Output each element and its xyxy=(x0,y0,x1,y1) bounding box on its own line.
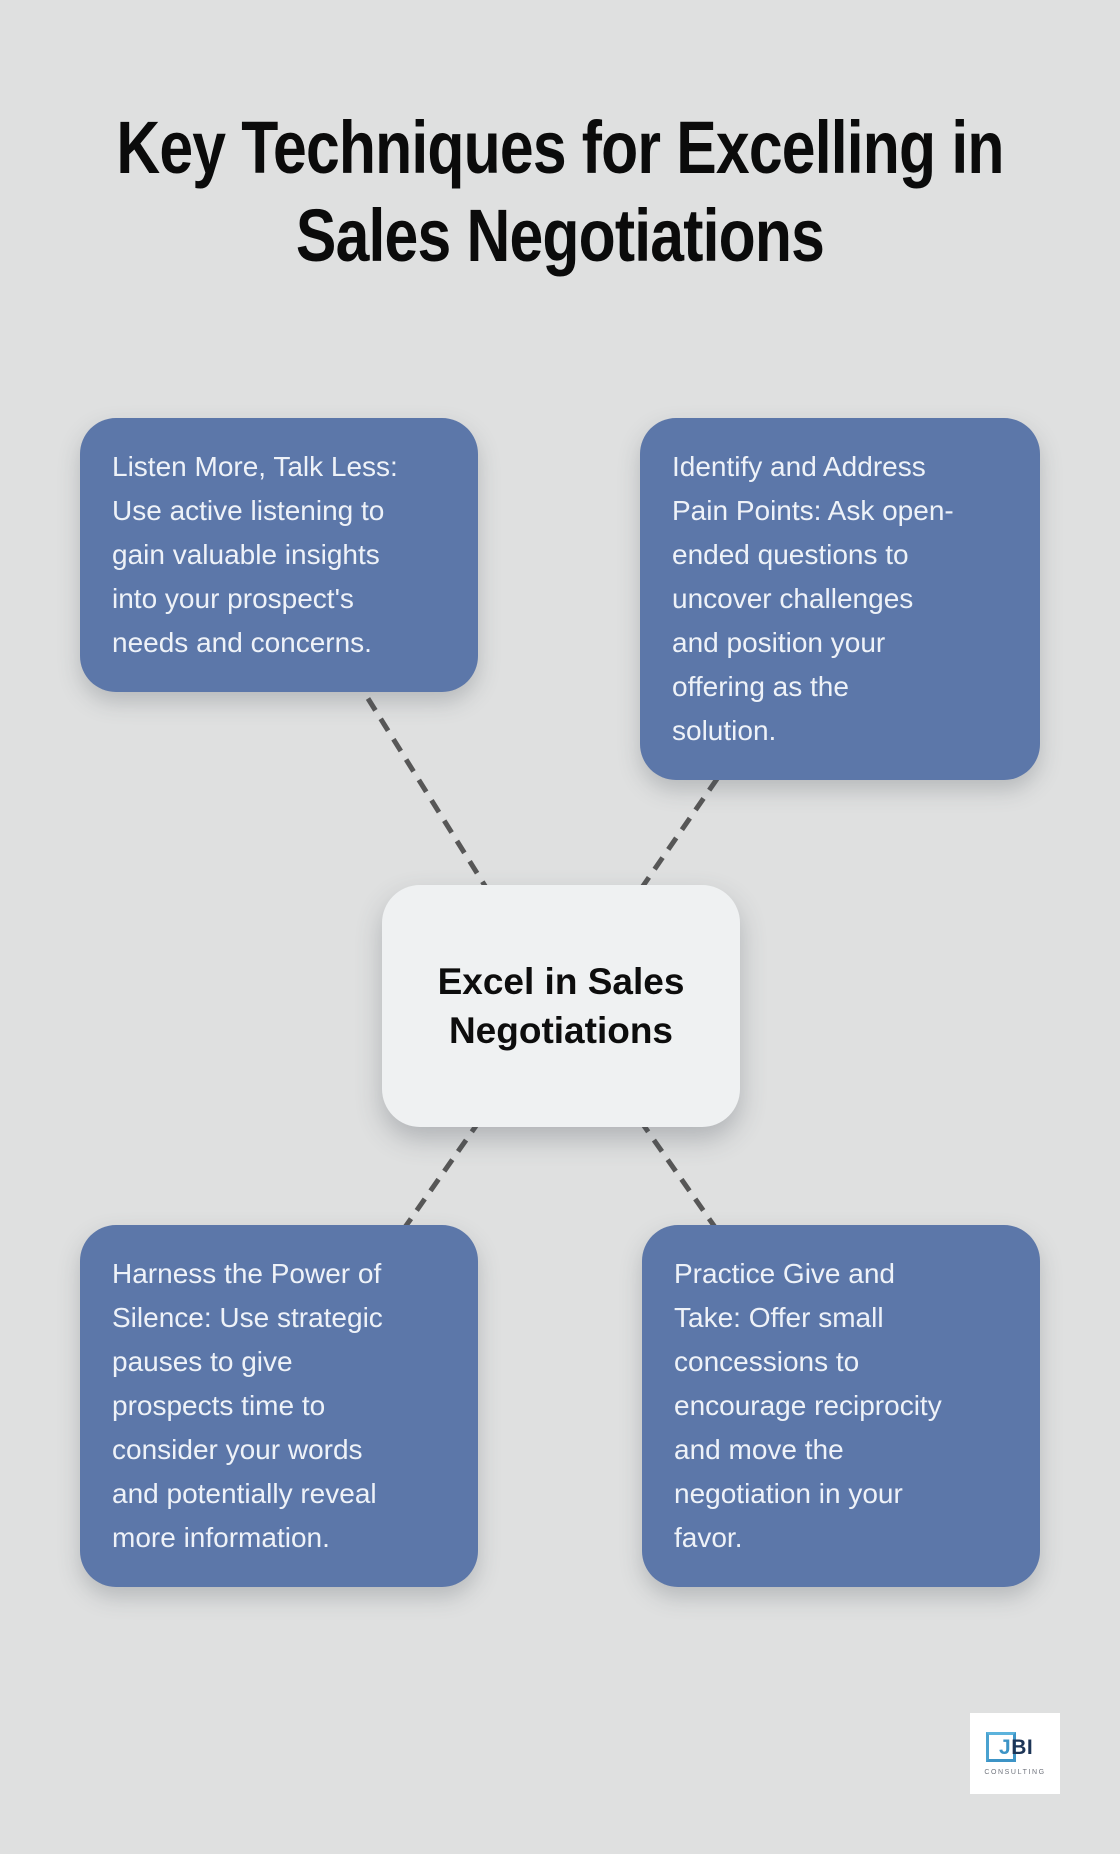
technique-card-listen-more-talk-less: Listen More, Talk Less: Use active liste… xyxy=(80,418,478,692)
central-topic-node: Excel in Sales Negotiations xyxy=(382,885,740,1127)
page-title-line-1: Key Techniques for Excelling in xyxy=(116,106,1004,189)
technique-card-identify-pain-points: Identify and Address Pain Points: Ask op… xyxy=(640,418,1040,780)
jbi-consulting-logo: JBI CONSULTING xyxy=(970,1713,1060,1794)
jbi-logo-square-icon xyxy=(986,1732,1016,1762)
jbi-logo-consulting-label: CONSULTING xyxy=(984,1769,1046,1776)
technique-card-practice-give-and-take: Practice Give and Take: Offer small conc… xyxy=(642,1225,1040,1587)
jbi-logo-letter-j: J xyxy=(999,1736,1012,1759)
technique-card-harness-power-of-silence: Harness the Power of Silence: Use strate… xyxy=(80,1225,478,1587)
jbi-logo-wordmark: JBI xyxy=(999,1736,1033,1760)
page-title-line-2: Sales Negotiations xyxy=(295,194,825,277)
jbi-logo-mark: JBI xyxy=(986,1731,1044,1765)
jbi-logo-letters-bi: BI xyxy=(1011,1736,1034,1759)
